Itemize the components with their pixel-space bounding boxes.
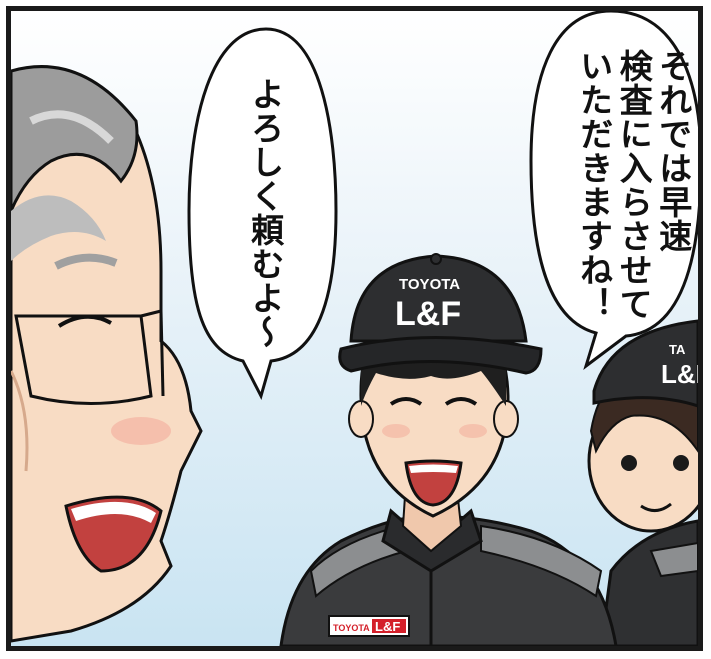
back-worker-smile	[640, 502, 672, 512]
speech-bubble-left	[187, 27, 338, 401]
worker-eye-left	[389, 397, 423, 406]
badge-logo: L&F	[375, 619, 400, 634]
speech-text-left: よろしく頼むよ～	[245, 77, 285, 349]
middle-worker: TOYOTA L&F TOYOTA L&F	[279, 253, 618, 646]
worker-eye-right	[444, 397, 478, 406]
comic-artwork: L&F TA	[11, 11, 698, 646]
speech-line: それでは早速	[653, 49, 693, 253]
speech-line: いただきますね！	[574, 49, 614, 321]
speech-line: 検査に入らさせて	[614, 49, 654, 321]
chest-badge: TOYOTA L&F	[328, 615, 410, 637]
speech-line: よろしく頼むよ～	[245, 77, 285, 349]
back-worker: L&F TA	[587, 319, 698, 646]
cap-logo: L&F	[395, 295, 461, 333]
back-worker-cap	[592, 319, 698, 408]
comic-panel: L&F TA	[6, 6, 703, 651]
glasses-icon	[14, 314, 153, 405]
worker-cap-brim	[338, 336, 543, 375]
older-man	[11, 65, 203, 643]
old-man-hair	[11, 65, 139, 212]
speech-text-right: それでは早速 検査に入らさせて いただきますね！	[574, 49, 693, 321]
back-cap-top-text: TA	[669, 342, 686, 357]
cap-brand-text: TOYOTA	[399, 276, 460, 293]
badge-brand-text: TOYOTA	[333, 623, 370, 633]
back-cap-logo: L&F	[661, 359, 698, 389]
back-worker-eye	[621, 455, 637, 471]
speech-bubble-right	[529, 11, 698, 370]
